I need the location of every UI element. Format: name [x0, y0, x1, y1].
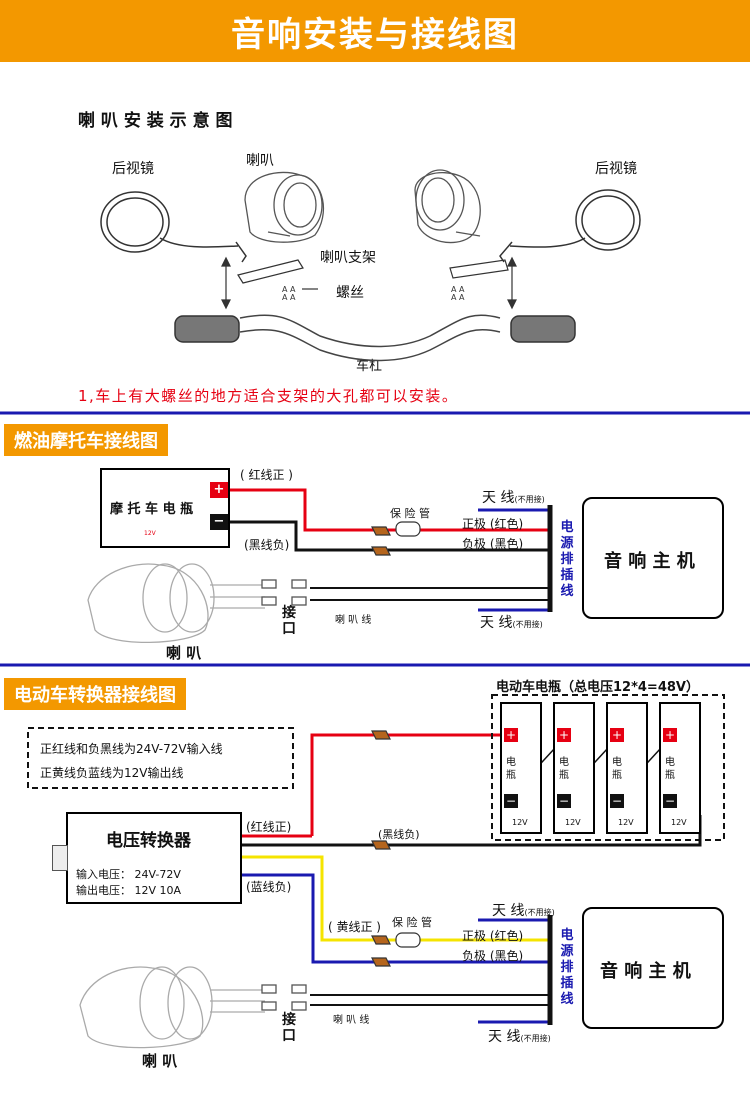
port-label: 接口	[282, 605, 296, 637]
note-line-1: 正红线和负黑线为24V-72V输入线	[40, 742, 223, 756]
left-mirror-drawing	[100, 191, 247, 263]
electric-negative-label: 负极 (黑色)	[462, 949, 524, 963]
electric-antenna-top-label: 天 线(不用接)	[492, 903, 555, 919]
svg-text:A A: A A	[451, 293, 465, 302]
note-frame	[27, 727, 294, 789]
left-speaker-drawing	[244, 171, 325, 243]
electric-antenna-bottom-label: 天 线(不用接)	[488, 1029, 551, 1045]
electric-power-strip-label: 电源排插线	[560, 928, 574, 1007]
right-mirror-drawing	[499, 189, 641, 263]
electric-speaker-wire-label: 喇 叭 线	[333, 1015, 370, 1026]
battery-group-frame	[491, 694, 725, 841]
electric-speaker-label: 喇 叭	[142, 1052, 178, 1070]
converter-label: 电压转换器	[106, 831, 191, 851]
svg-text:A A: A A	[282, 293, 296, 302]
positive-label: 正极 (红色)	[462, 517, 524, 531]
install-title: 喇 叭 安 装 示 意 图	[78, 111, 233, 131]
electric-red-wire-label: (红线正)	[246, 820, 292, 834]
install-note: 1,车上有大螺丝的地方适合支架的大孔都可以安装。	[78, 387, 459, 405]
bracket-label: 喇叭支架	[320, 250, 376, 266]
electric-section-title: 电动车转换器接线图	[4, 678, 186, 710]
antenna-bottom-label: 天 线(不用接)	[480, 615, 543, 631]
electric-fuse	[371, 730, 421, 967]
bracket-drawing: A A A A A A A A	[237, 259, 509, 302]
battery-cell-4: + 电瓶 − 12V	[659, 702, 701, 834]
mirror-right-label: 后视镜	[595, 161, 637, 177]
fuel-speaker-label: 喇 叭	[166, 644, 202, 662]
electric-black-wire-label: (黑线负)	[378, 828, 420, 841]
note-line-2: 正黄线负蓝线为12V输出线	[40, 766, 184, 780]
right-speaker-drawing	[414, 169, 481, 244]
converter-tab	[52, 845, 68, 871]
negative-label: 负极 (黑色)	[462, 537, 524, 551]
speaker-label: 喇叭	[246, 153, 274, 169]
electric-port-label: 接口	[282, 1012, 296, 1044]
electric-blue-wire-label: (蓝线负)	[246, 880, 292, 894]
svg-text:A A: A A	[451, 285, 465, 294]
fuel-speaker-drawing	[87, 563, 307, 644]
speaker-wire-label: 喇 叭 线	[335, 615, 372, 626]
converter-output: 输出电压： 12V 10A	[76, 884, 182, 897]
audio-host-unit: 音 响 主 机	[582, 497, 724, 619]
battery-minus-terminal: −	[210, 514, 228, 530]
fuel-section-title: 燃油摩托车接线图	[4, 424, 168, 456]
electric-host-label: 音 响 主 机	[600, 961, 691, 982]
electric-yellow-wire-label: ( 黄线正 )	[328, 920, 381, 934]
handlebar-drawing	[174, 314, 576, 362]
battery-voltage: 12V	[144, 530, 156, 537]
fuse-label: 保 险 管	[390, 507, 430, 520]
header-banner: 音响安装与接线图	[0, 0, 750, 62]
electric-speaker-drawing	[79, 966, 307, 1049]
fuel-fuse	[371, 521, 421, 556]
battery-plus-terminal: +	[210, 482, 228, 498]
converter-input: 输入电压： 24V-72V	[76, 868, 181, 881]
handlebar-label: 车杠	[356, 359, 383, 374]
voltage-converter: 电压转换器 输入电压： 24V-72V 输出电压： 12V 10A	[66, 812, 242, 904]
battery-cell-3: + 电瓶 − 12V	[606, 702, 648, 834]
fuel-wires	[228, 488, 553, 612]
screw-label: 螺丝	[336, 285, 364, 301]
motorcycle-battery: 摩 托 车 电 瓶 12V	[100, 468, 230, 548]
battery-cell-2: + 电瓶 − 12V	[553, 702, 595, 834]
battery-label: 摩 托 车 电 瓶	[110, 502, 194, 517]
electric-positive-label: 正极 (红色)	[462, 929, 524, 943]
red-wire-label: ( 红线正 )	[240, 468, 293, 482]
electric-audio-host-unit: 音 响 主 机	[582, 907, 724, 1029]
battery-cell-1: + 电瓶 − 12V	[500, 702, 542, 834]
page-title: 音响安装与接线图	[231, 14, 519, 55]
battery-group-title: 电动车电瓶（总电压12*4=48V）	[496, 680, 699, 695]
mirror-left-label: 后视镜	[112, 161, 154, 177]
electric-fuse-label: 保 险 管	[392, 916, 432, 929]
svg-text:A A: A A	[282, 285, 296, 294]
antenna-top-label: 天 线(不用接)	[482, 490, 545, 506]
install-arrows	[221, 256, 517, 310]
host-label: 音 响 主 机	[604, 551, 695, 572]
black-wire-label: (黑线负)	[244, 538, 290, 552]
power-strip-label: 电源排插线	[560, 520, 574, 599]
